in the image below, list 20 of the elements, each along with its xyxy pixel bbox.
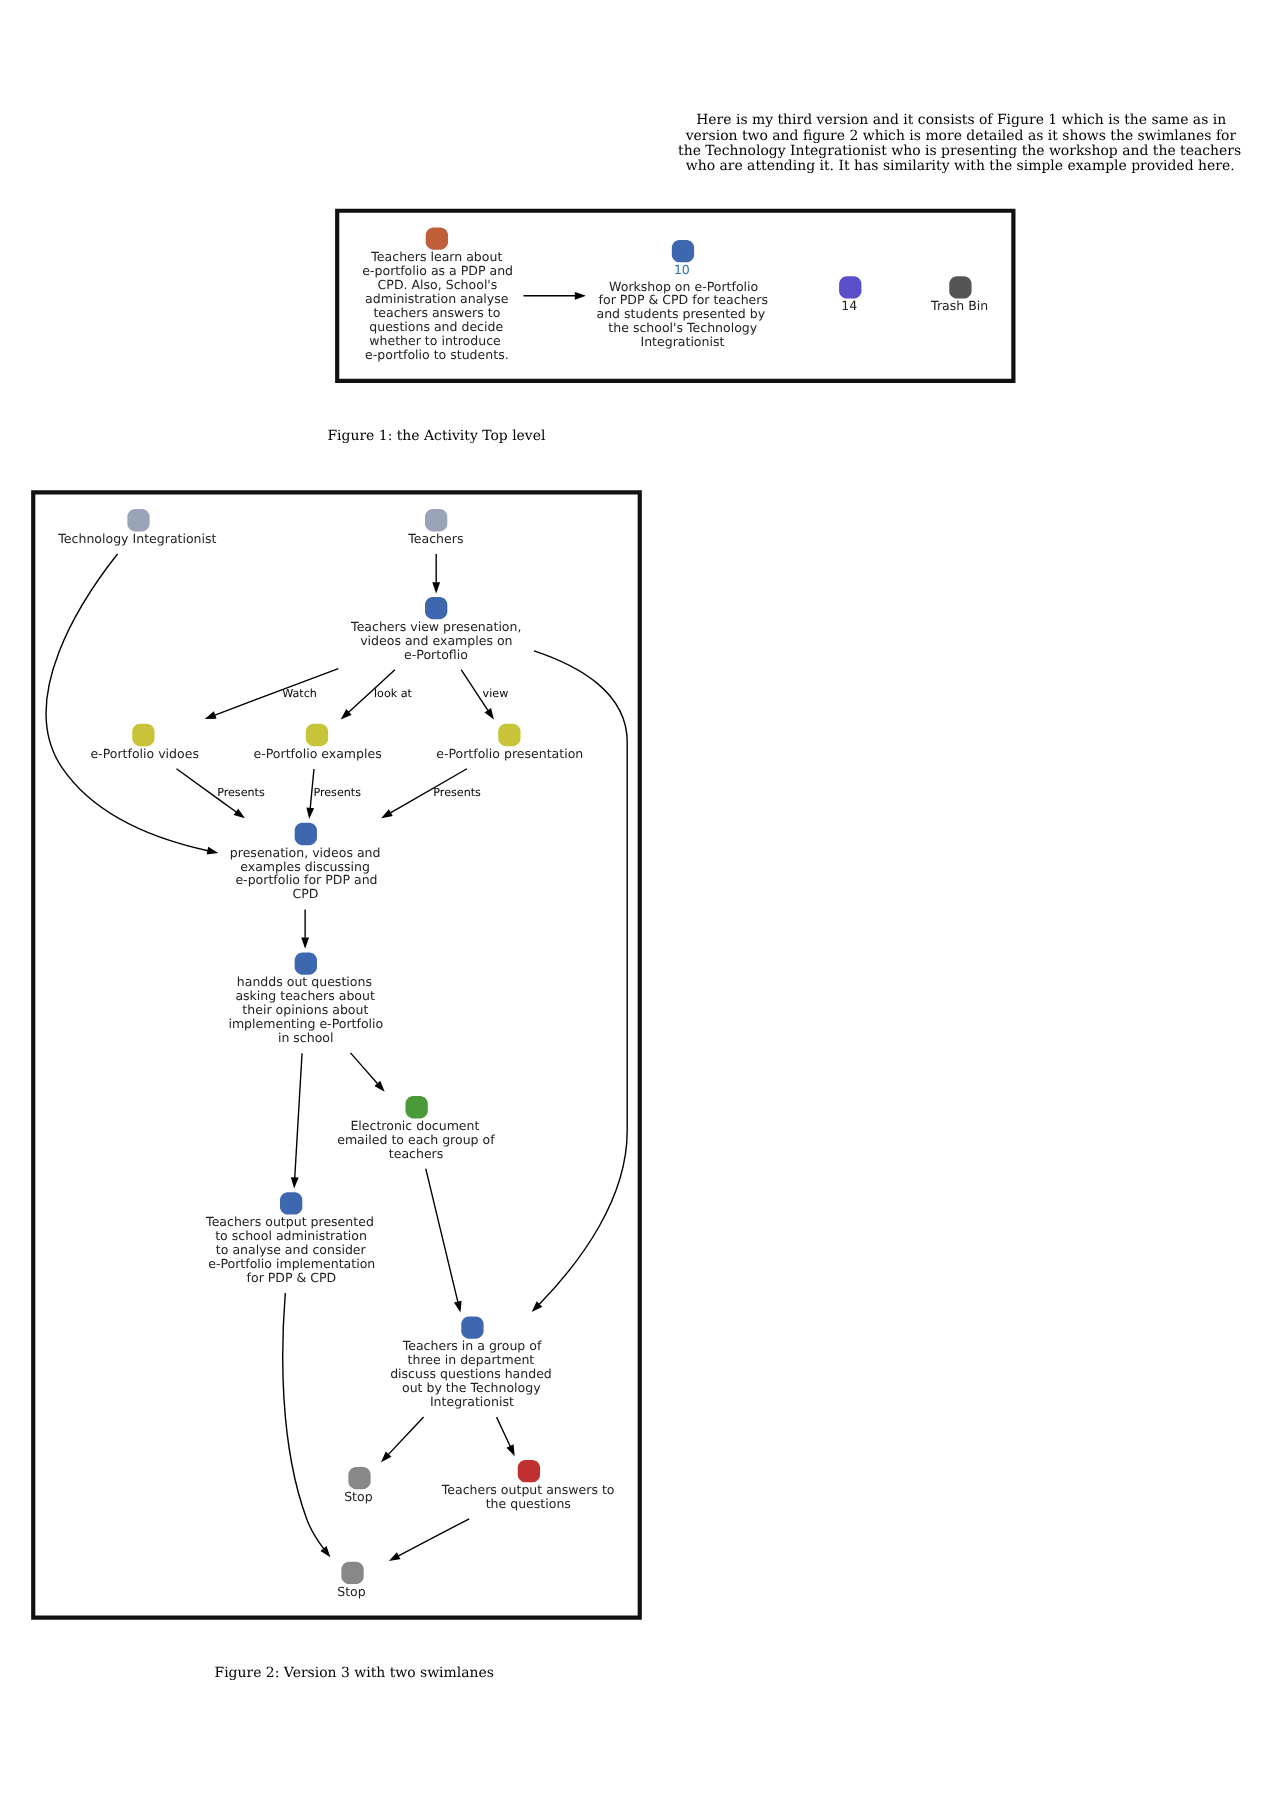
arrow bbox=[349, 1052, 385, 1092]
arrow bbox=[45, 553, 219, 855]
arrow bbox=[495, 1416, 515, 1457]
arrow bbox=[425, 1167, 462, 1313]
arrow bbox=[175, 768, 245, 819]
arrow bbox=[522, 291, 586, 300]
cluster bbox=[31, 490, 642, 1620]
arrow bbox=[306, 768, 315, 819]
arrow bbox=[388, 1518, 470, 1561]
arrow bbox=[290, 1052, 303, 1189]
arrow bbox=[460, 669, 494, 720]
arrow bbox=[301, 908, 310, 949]
arrow bbox=[204, 667, 339, 719]
arrow bbox=[380, 1416, 425, 1463]
cluster bbox=[335, 208, 1016, 383]
arrow bbox=[340, 669, 396, 720]
arrow bbox=[531, 650, 628, 1312]
arrow bbox=[432, 553, 441, 594]
arrow bbox=[282, 1292, 331, 1558]
arrow bbox=[381, 768, 468, 819]
